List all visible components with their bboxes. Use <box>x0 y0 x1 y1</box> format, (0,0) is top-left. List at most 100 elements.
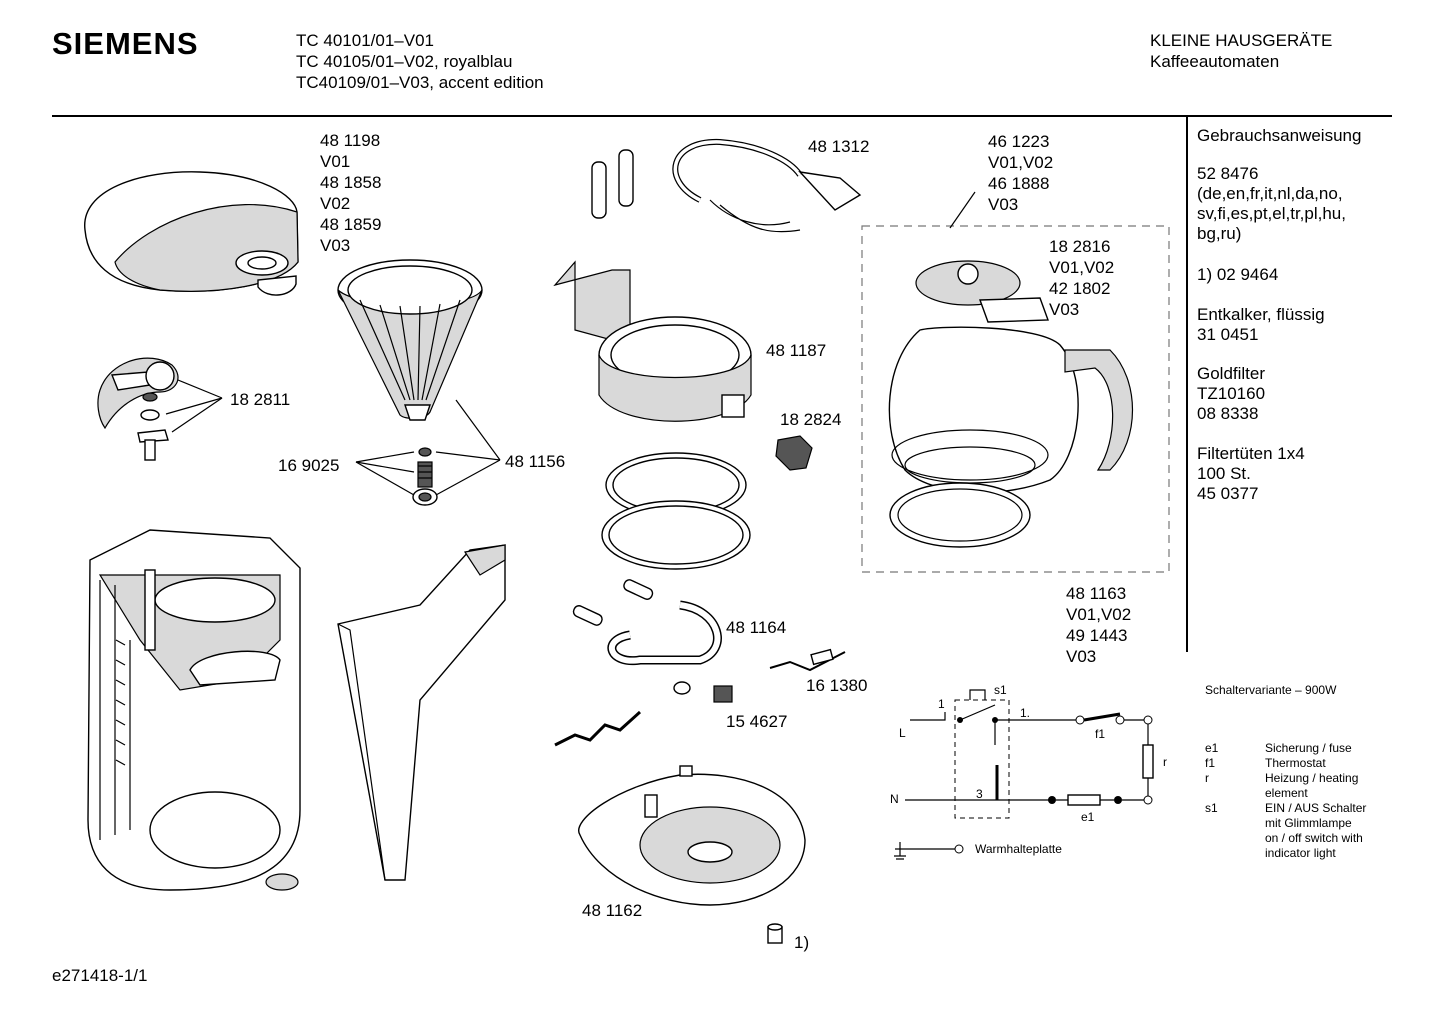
sidebar-manual: Gebrauchsanweisung <box>1197 126 1361 146</box>
part-number: 48 1198 <box>320 131 381 150</box>
legend-line: EIN / AUS Schalter <box>1265 801 1367 815</box>
label-carafe: 46 1223 V01,V02 46 1888 V03 <box>988 131 1053 215</box>
part-number: 46 1888 <box>988 174 1050 193</box>
goldfilter-label: Goldfilter <box>1197 364 1266 383</box>
carafe-drawing <box>888 260 1133 548</box>
legend-code: f1 <box>1205 756 1216 770</box>
legend-row: f1 Thermostat <box>1205 756 1395 771</box>
label-carafe-lid: 18 2816 V01,V02 42 1802 V03 <box>1049 236 1114 320</box>
schematic-label-L: L <box>899 726 906 740</box>
manual-languages: (de,en,fr,it,nl,da,no, <box>1197 184 1343 203</box>
label-spring: 16 9025 <box>278 456 340 475</box>
variant: V03 <box>988 195 1019 214</box>
legend-row: e1 Sicherung / fuse <box>1205 741 1395 756</box>
category-title: KLEINE HAUSGERÄTE <box>1150 31 1333 50</box>
lid-drawing <box>84 171 299 296</box>
label-filter-holder: 48 1187 <box>766 341 827 360</box>
legend-line: element <box>1265 786 1308 800</box>
model-list: TC 40101/01–V01 TC 40105/01–V02, royalbl… <box>296 30 544 93</box>
part-number: 48 1858 <box>320 173 382 192</box>
manual-languages: bg,ru) <box>1197 224 1242 243</box>
label-lid: 48 1198 V01 48 1858 V02 48 1859 V03 <box>320 130 381 256</box>
label-switch: 15 4627 <box>726 712 788 731</box>
category-subtitle: Kaffeeautomaten <box>1150 52 1280 71</box>
label-base: 48 1162 <box>582 901 643 920</box>
schematic-label-3: 3 <box>976 787 983 801</box>
legend-text: Thermostat <box>1265 756 1326 770</box>
schematic-title: Schaltervariante – 900W <box>1205 683 1337 697</box>
schematic-label-e1: e1 <box>1081 810 1095 824</box>
legend-text: Heizung / heating element <box>1265 771 1358 801</box>
label-drip-stop: 18 2811 <box>230 390 291 409</box>
part-number: 42 1802 <box>1049 279 1111 298</box>
legend-line: on / off switch with <box>1265 831 1363 845</box>
document-id: e271418-1/1 <box>52 966 148 985</box>
sidebar-descaler: Entkalker, flüssig 31 0451 <box>1197 305 1325 345</box>
manual-label: Gebrauchsanweisung <box>1197 126 1362 145</box>
filterbags-qty: 100 St. <box>1197 464 1251 483</box>
category-block: KLEINE HAUSGERÄTE Kaffeeautomaten <box>1150 30 1332 72</box>
model-line: TC40109/01–V03, accent edition <box>296 73 544 92</box>
goldfilter-number: 08 8338 <box>1197 404 1259 423</box>
sidebar-note: 1) 02 9464 <box>1197 265 1279 284</box>
part-number: 48 1163 <box>1066 584 1127 603</box>
manual-languages: sv,fi,es,pt,el,tr,pl,hu, <box>1197 204 1346 223</box>
schematic-legend: e1 Sicherung / fuse f1 Thermostat r Heiz… <box>1205 741 1395 861</box>
legend-line: indicator light <box>1265 846 1336 860</box>
schematic-label-1: 1 <box>938 697 945 711</box>
variant: V02 <box>320 194 351 213</box>
sidebar-goldfilter: Goldfilter TZ10160 08 8338 <box>1197 364 1265 424</box>
filter-funnel-drawing <box>337 259 483 421</box>
filterbags-number: 45 0377 <box>1197 484 1259 503</box>
back-cover-drawing <box>337 544 506 881</box>
variant: V03 <box>320 236 351 255</box>
variant: V01,V02 <box>988 153 1054 172</box>
sidebar-divider <box>1186 117 1188 652</box>
brand-logo: SIEMENS <box>52 26 199 61</box>
tubes-hose-drawing <box>591 138 862 233</box>
goldfilter-model: TZ10160 <box>1197 384 1266 403</box>
part-number: 48 1859 <box>320 215 382 234</box>
label-filter-valve: 48 1156 <box>505 452 566 471</box>
foot-drawing <box>767 923 783 944</box>
variant: V01 <box>320 152 351 171</box>
manual-number: 52 8476 <box>1197 164 1259 183</box>
part-number: 46 1223 <box>988 132 1050 151</box>
legend-row: s1 EIN / AUS Schalter mit Glimmlampe on … <box>1205 801 1395 861</box>
filterbags-label: Filtertüten 1x4 <box>1197 444 1305 463</box>
model-line: TC 40101/01–V01 <box>296 31 434 50</box>
variant: V01,V02 <box>1066 605 1132 624</box>
header-rule <box>52 115 1392 117</box>
legend-text: Sicherung / fuse <box>1265 741 1352 755</box>
drip-stop-drawing <box>97 357 223 461</box>
label-hose: 48 1312 <box>808 137 870 156</box>
part-number: 49 1443 <box>1066 626 1128 645</box>
descaler-number: 31 0451 <box>1197 325 1259 344</box>
machine-body-drawing <box>87 529 301 891</box>
spring-valve-drawing <box>355 399 501 506</box>
legend-code: e1 <box>1205 741 1219 755</box>
filter-holder-drawing <box>553 260 752 422</box>
sidebar-manual-number: 52 8476 (de,en,fr,it,nl,da,no, sv,fi,es,… <box>1197 164 1346 244</box>
schematic-warmplate-label: Warmhalteplatte <box>975 842 1062 856</box>
seal-rings-drawing <box>601 452 751 570</box>
label-foot: 1) <box>794 933 810 952</box>
base-plate-drawing <box>578 765 806 906</box>
variant: V03 <box>1066 647 1097 666</box>
label-heater: 48 1164 <box>726 618 787 637</box>
label-cable: 16 1380 <box>806 676 868 695</box>
schematic-label-s1: s1 <box>994 683 1007 697</box>
part-number: 18 2816 <box>1049 237 1111 256</box>
legend-line: mit Glimmlampe <box>1265 816 1352 830</box>
legend-line: Heizung / heating <box>1265 771 1359 785</box>
schematic-label-N: N <box>890 792 899 806</box>
model-line: TC 40105/01–V02, royalblau <box>296 52 513 71</box>
wiring-schematic <box>894 689 1154 860</box>
descaler-label: Entkalker, flüssig <box>1197 305 1325 324</box>
schematic-label-1-dot: 1. <box>1020 706 1031 720</box>
legend-row: r Heizung / heating element <box>1205 771 1395 801</box>
legend-text: EIN / AUS Schalter mit Glimmlampe on / o… <box>1265 801 1366 861</box>
schematic-label-r: r <box>1163 755 1167 769</box>
knob-drawing <box>775 435 813 471</box>
